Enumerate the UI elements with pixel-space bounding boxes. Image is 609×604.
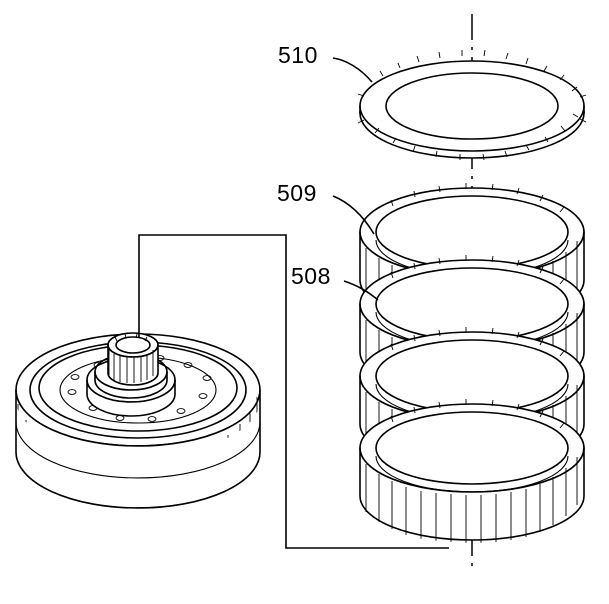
part-clutch-drum-assembly: [15, 332, 261, 509]
callout-label-508: 508: [291, 263, 331, 289]
plate-ring-4: [359, 399, 585, 543]
leader-lines: [332, 57, 379, 301]
part-clutch-plate-stack: [359, 183, 585, 543]
callout-label-510: 510: [278, 42, 318, 68]
part-510-retaining-ring: [357, 49, 587, 161]
assembly-bracket: [138, 234, 449, 549]
callout-label-509: 509: [277, 180, 317, 206]
